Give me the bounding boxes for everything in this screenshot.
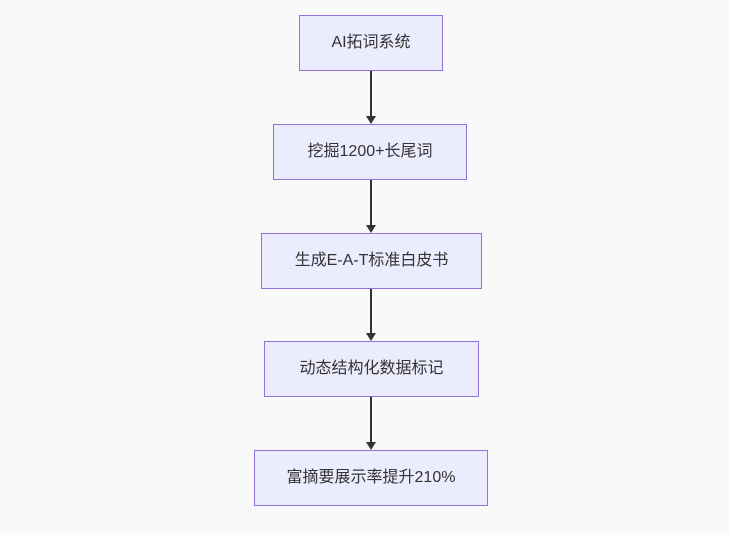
flow-node-rich-snippet-rate-increase: 富摘要展示率提升210% bbox=[254, 450, 488, 506]
edge-line bbox=[370, 71, 372, 116]
edge-line bbox=[370, 289, 372, 333]
flow-edge-d-e bbox=[365, 397, 377, 450]
flow-edge-c-d bbox=[365, 289, 377, 341]
arrow-down-icon bbox=[366, 442, 376, 450]
arrow-down-icon bbox=[366, 225, 376, 233]
arrow-down-icon bbox=[366, 116, 376, 124]
edge-line bbox=[370, 180, 372, 225]
flow-node-label: 富摘要展示率提升210% bbox=[286, 469, 456, 486]
arrow-down-icon bbox=[366, 333, 376, 341]
flow-node-ai-word-expansion-system: AI拓词系统 bbox=[299, 15, 443, 71]
flow-node-label: 挖掘1200+长尾词 bbox=[307, 143, 433, 160]
flow-node-label: AI拓词系统 bbox=[331, 34, 411, 51]
flow-node-generate-eat-whitepaper: 生成E-A-T标准白皮书 bbox=[261, 233, 482, 289]
flow-node-label: 生成E-A-T标准白皮书 bbox=[294, 252, 449, 269]
flow-node-dynamic-structured-data-markup: 动态结构化数据标记 bbox=[264, 341, 479, 397]
flow-node-mine-longtail-keywords: 挖掘1200+长尾词 bbox=[273, 124, 467, 180]
flow-edge-a-b bbox=[365, 71, 377, 124]
flow-node-label: 动态结构化数据标记 bbox=[299, 360, 444, 377]
flow-edge-b-c bbox=[365, 180, 377, 233]
edge-line bbox=[370, 397, 372, 442]
